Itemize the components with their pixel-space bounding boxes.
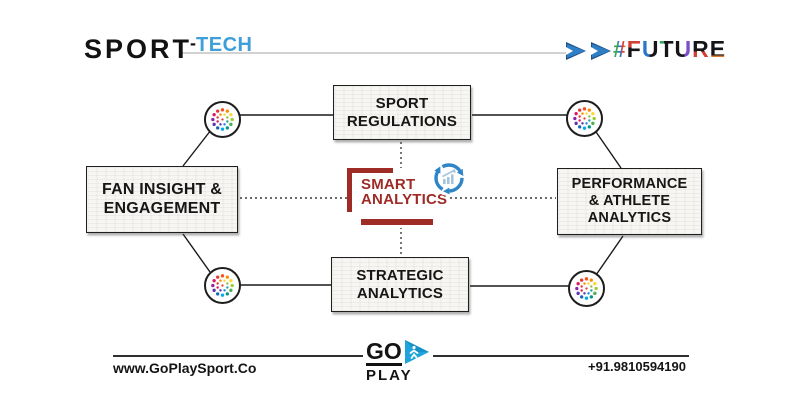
node-label-line: SPORT (375, 94, 429, 112)
color-burst-icon (566, 100, 603, 137)
node-label-line: & ATHLETE (588, 192, 671, 209)
future-letter: U (641, 36, 660, 62)
future-letter: E (709, 36, 727, 62)
node-label-line: FAN INSIGHT & (102, 180, 222, 198)
color-burst-icon (204, 267, 241, 304)
phone-number: +91.9810594190 (588, 359, 686, 374)
analytics-cycle-icon (431, 160, 467, 196)
footer-divider-left (113, 355, 363, 357)
smart-analytics-title: SMART ANALYTICS (361, 176, 448, 208)
logo-play-text: PLAY (366, 367, 413, 384)
future-letter: U (674, 36, 693, 62)
smart-analytics-block: SMART ANALYTICS (347, 168, 447, 228)
node-label-line: ANALYTICS (587, 210, 672, 227)
future-letter: F (626, 36, 642, 62)
hashtag-future-wordmark: # F U T U R E (613, 36, 726, 63)
center-title-line2: ANALYTICS (361, 190, 448, 208)
website-url: www.GoPlaySport.Co (113, 360, 257, 376)
sporttech-logo: SPORT-TECH (84, 33, 252, 65)
node-label-line: REGULATIONS (346, 112, 458, 130)
fast-forward-arrow-icon (565, 41, 612, 61)
brand-tech-text: TECH (196, 34, 253, 56)
footer-divider-right (433, 355, 689, 357)
bracket-left-bar (347, 168, 352, 212)
brand-hyphen: - (190, 33, 197, 53)
hash-glyph: # (613, 36, 627, 62)
goplay-logo: GO PLAY (366, 340, 444, 384)
future-letter: T (659, 36, 675, 62)
node-label-line: STRATEGIC (356, 266, 444, 284)
node-sport-regulations: SPORT REGULATIONS (333, 85, 471, 140)
logo-go-text: GO (366, 338, 402, 366)
color-burst-icon (204, 101, 241, 138)
node-label-line: PERFORMANCE (571, 175, 688, 192)
title-underline-bar (361, 219, 433, 225)
node-performance-athlete-analytics: PERFORMANCE & ATHLETE ANALYTICS (557, 168, 702, 235)
play-button-icon (404, 340, 429, 364)
future-letter: R (692, 36, 710, 62)
color-burst-icon (568, 270, 605, 307)
node-strategic-analytics: STRATEGIC ANALYTICS (331, 257, 469, 312)
brand-sport-text: SPORT (84, 34, 193, 64)
node-label-line: ENGAGEMENT (103, 199, 221, 217)
node-fan-insight-engagement: FAN INSIGHT & ENGAGEMENT (86, 166, 238, 233)
node-label-line: ANALYTICS (356, 284, 444, 302)
bracket-top-bar (347, 168, 393, 173)
center-title-line1: SMART (361, 176, 416, 193)
header-divider-line (180, 52, 566, 54)
